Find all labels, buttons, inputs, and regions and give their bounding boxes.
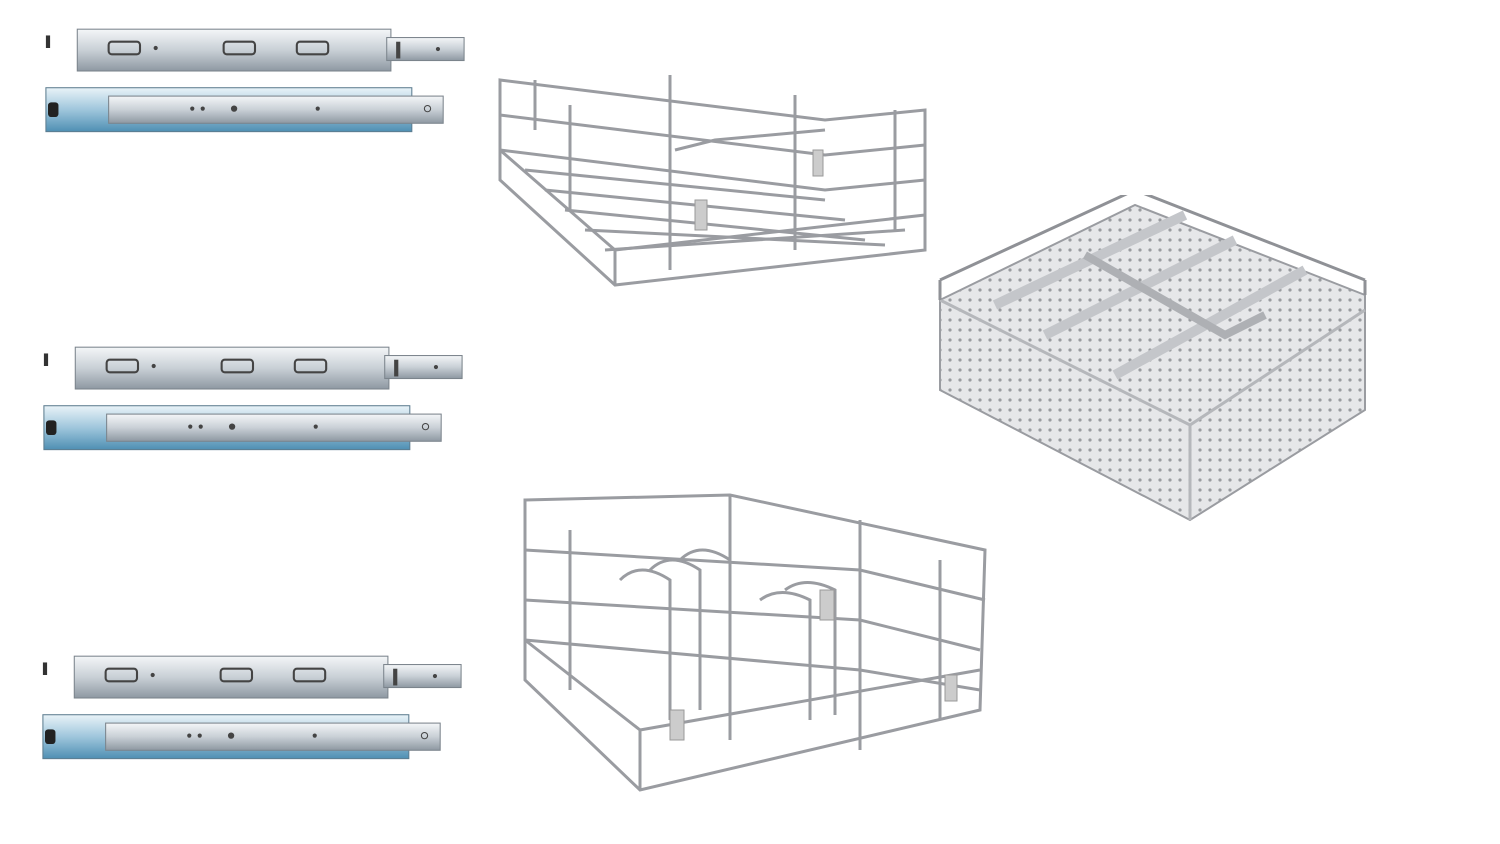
drawer-slide-pair-1 [35, 25, 475, 140]
drawer-slide-pair-icon [44, 28, 466, 133]
cutlery-tray-basket-icon [938, 195, 1367, 522]
drawer-slide-pair-icon [42, 346, 464, 451]
wire-basket [495, 70, 935, 290]
drawer-slide-pair-3 [32, 652, 472, 767]
plate-rack-basket [520, 490, 990, 800]
cutlery-tray-basket [935, 195, 1375, 525]
drawer-slide-pair-2 [33, 343, 473, 458]
wire-basket-icon [498, 73, 927, 287]
drawer-slide-pair-icon [41, 655, 463, 760]
plate-rack-basket-icon [523, 493, 987, 792]
